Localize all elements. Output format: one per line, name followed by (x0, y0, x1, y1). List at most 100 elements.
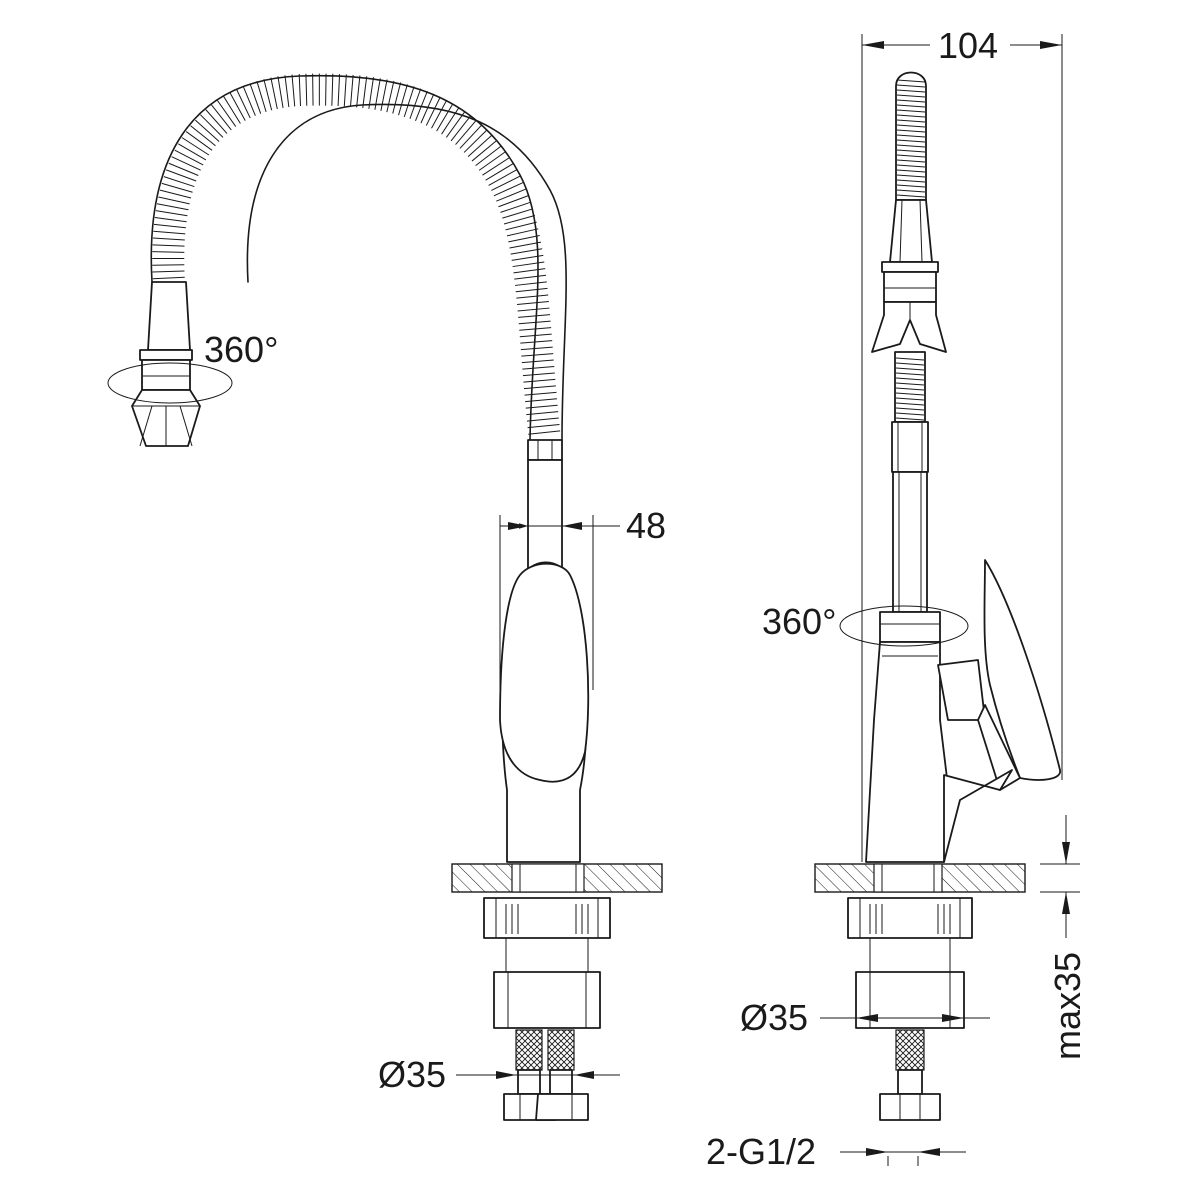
hose-rib (235, 88, 251, 119)
hose-rib (436, 103, 454, 132)
lower-rib (895, 367, 925, 371)
side-hose-tip-ribs (896, 79, 926, 198)
hose-rib (488, 169, 517, 186)
hose-rib (512, 261, 545, 268)
hose-rib (523, 385, 556, 390)
hose-rib (205, 109, 228, 134)
hose-rib (409, 88, 422, 119)
hose-rib (503, 214, 536, 225)
hose-rib (171, 156, 201, 171)
front-deck (451, 863, 663, 893)
tip-rib (896, 154, 926, 158)
front-stem (527, 439, 563, 571)
hose-rib (270, 77, 278, 110)
hose-rib (450, 115, 472, 142)
tip-rib (896, 84, 926, 88)
tip-rib (896, 79, 926, 83)
side-mounting-nut (847, 897, 973, 1029)
hose-rib (485, 163, 514, 181)
hose-rib (403, 86, 415, 117)
hose-rib (168, 162, 199, 176)
hose-rib (523, 378, 556, 383)
tip-rib (896, 124, 926, 128)
hose-rib (216, 100, 237, 127)
hose-rib (525, 404, 558, 409)
label-hose-diameter-front: Ø35 (378, 1054, 446, 1095)
lower-rib (895, 377, 925, 381)
lower-rib (895, 407, 925, 411)
hose-rib (368, 77, 375, 109)
tip-rib (896, 169, 926, 173)
dimension-hose-diameter-front: Ø35 (378, 1054, 620, 1095)
hose-rib (178, 143, 207, 161)
front-lever-body (499, 561, 590, 863)
hose-rib (229, 92, 246, 121)
tip-rib (896, 114, 926, 118)
hose-rib (505, 221, 537, 231)
hose-rib (163, 176, 195, 188)
hose-rib (513, 268, 546, 274)
hose-rib (519, 333, 552, 338)
hose-rib (526, 417, 559, 422)
lower-rib (895, 357, 925, 361)
hose-rib (152, 276, 185, 280)
side-supply-hose (879, 1029, 941, 1121)
lower-rib (895, 387, 925, 391)
tip-rib (896, 189, 926, 193)
hose-rib (392, 82, 402, 114)
side-spout-head (871, 261, 947, 353)
hose-rib (152, 237, 185, 241)
hose-rib (161, 182, 193, 193)
lower-rib (895, 392, 925, 396)
hose-rib (158, 196, 190, 205)
hose-rib (459, 124, 483, 149)
hose-rib (343, 74, 347, 107)
hose-rib (159, 189, 192, 199)
label-body-rotation: 360° (762, 601, 836, 642)
hose-rib (510, 248, 543, 255)
dimension-side-width: 104 (861, 25, 1063, 862)
hose-rib (514, 274, 547, 280)
hose-rib (174, 149, 204, 166)
hose-rib (431, 99, 448, 129)
label-connection: 2-G1/2 (706, 1131, 816, 1172)
hose-rib (522, 366, 555, 370)
tip-rib (896, 184, 926, 188)
hose-rib (514, 281, 547, 286)
hose-rib (496, 188, 527, 202)
hose-rib (528, 430, 561, 435)
hose-rib (291, 74, 296, 107)
tip-rib (896, 174, 926, 178)
hose-rib (277, 76, 284, 108)
hose-rib (190, 125, 216, 147)
hose-rib (500, 201, 531, 213)
label-hose-diameter-side: Ø35 (740, 997, 808, 1038)
tip-rib (896, 104, 926, 108)
lower-rib (895, 412, 925, 416)
hose-rib (524, 391, 557, 396)
tip-rib (896, 159, 926, 163)
label-max-thickness: max35 (1047, 952, 1088, 1060)
dimension-hose-diameter-side: Ø35 (740, 997, 990, 1038)
hose-rib (463, 129, 488, 153)
side-hose-tip (889, 71, 933, 263)
front-mounting-nut (483, 897, 611, 1029)
tip-rib (896, 99, 926, 103)
hose-rib (211, 104, 232, 131)
hose-rib (256, 81, 267, 112)
hose-rib (152, 270, 185, 273)
hose-rib (425, 96, 441, 126)
lower-rib (895, 402, 925, 406)
hose-rib (223, 96, 241, 124)
hose-rib (374, 78, 381, 110)
hose-rib (516, 294, 549, 299)
tip-rib (896, 134, 926, 138)
hose-rib (509, 241, 542, 249)
label-stem-width: 48 (626, 505, 666, 546)
hose-rib (522, 372, 555, 377)
dimension-max-thickness: max35 (1040, 815, 1088, 1060)
hose-rib (298, 74, 301, 107)
hose-rib (152, 264, 185, 266)
hose-rib (380, 79, 388, 112)
front-view: 48 360° Ø35 (107, 73, 666, 1121)
